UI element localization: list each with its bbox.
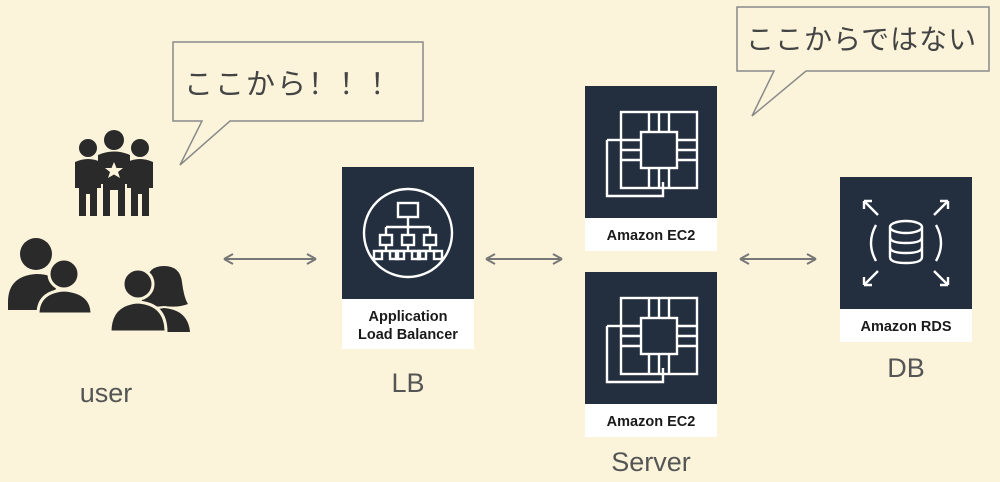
alb-label-line2: Load Balancer (358, 327, 458, 343)
group-label-server: Server (611, 447, 691, 477)
callout-right-text: ここからではない (746, 23, 978, 56)
callout-left-bubble (172, 41, 424, 166)
ec2-icon-tile-bottom (585, 272, 717, 404)
rds-database-icon (862, 199, 950, 287)
user-group-star-icon (75, 130, 153, 216)
arrow-lb-server (485, 253, 563, 265)
callout-left: ここから！！！ (172, 41, 424, 167)
user-pair-female-icon (108, 266, 190, 332)
group-label-lb: LB (391, 368, 425, 398)
arrow-user-lb (223, 253, 317, 265)
alb-icon-tile (342, 167, 474, 299)
ec2-label-bottom: Amazon EC2 (606, 414, 696, 430)
rds-label: Amazon RDS (860, 319, 952, 335)
ec2-chip-icon (605, 110, 699, 198)
alb-card: Application Load Balancer (342, 167, 474, 349)
rds-icon-tile (840, 177, 972, 309)
callout-left-text: ここから！！！ (184, 67, 402, 101)
group-label-db: DB (887, 353, 925, 383)
ec2-card-bottom: Amazon EC2 (585, 272, 717, 437)
ec2-card-top: Amazon EC2 (585, 86, 717, 251)
callout-right: ここからではない (736, 6, 990, 118)
rds-card: Amazon RDS (840, 177, 972, 342)
ec2-label-top: Amazon EC2 (606, 228, 696, 244)
group-label-user: user (79, 378, 133, 408)
alb-label-line1: Application (368, 309, 448, 325)
callout-right-bubble (736, 6, 990, 117)
user-pair-icon (8, 238, 94, 314)
ec2-icon-tile-top (585, 86, 717, 218)
ec2-chip-icon (605, 296, 699, 384)
arrow-server-db (739, 253, 817, 265)
load-balancer-icon (362, 187, 454, 279)
